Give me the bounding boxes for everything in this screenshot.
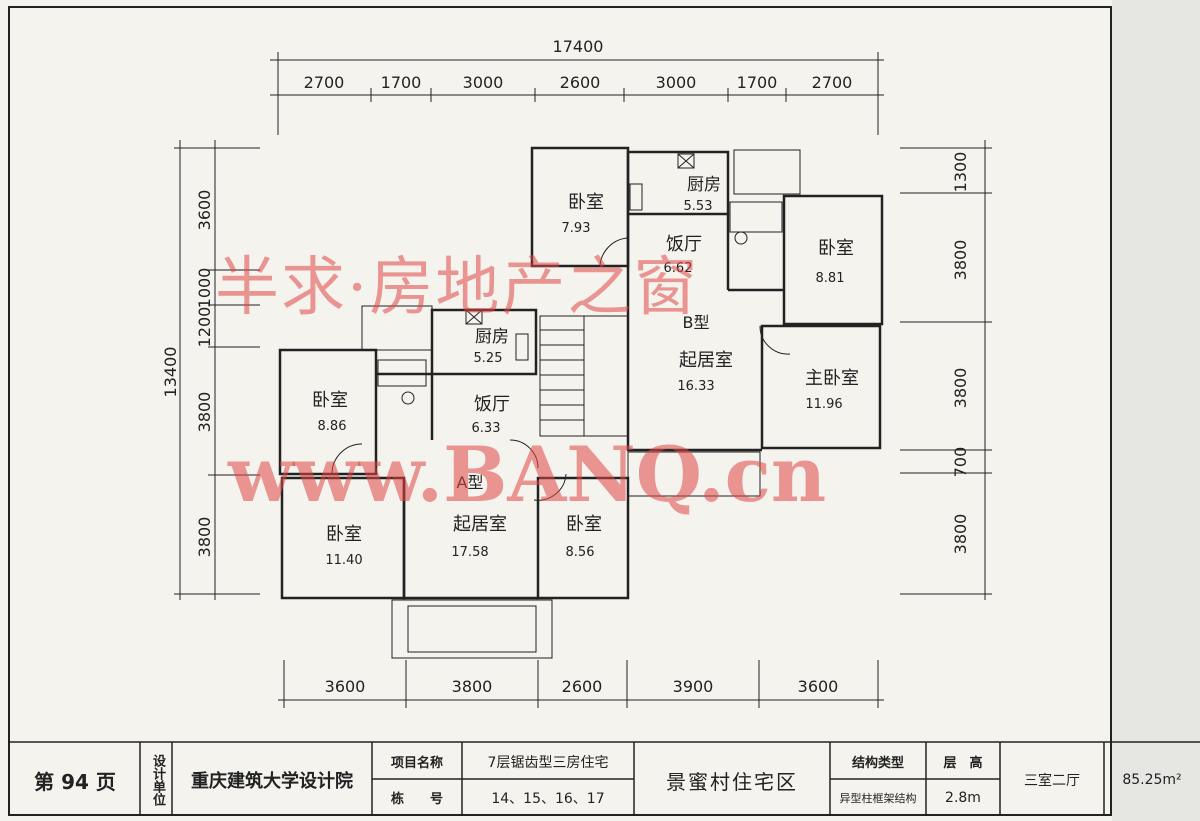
room-a-bed1-name: 卧室 [312,390,348,411]
dim-top-5: 3000 [656,73,697,92]
dim-bottom-4: 3900 [673,677,714,696]
dim-top-total: 17400 [553,37,604,56]
dim-left-1: 3600 [195,190,214,231]
fixtures [331,149,801,659]
room-b-kitchen-area: 5.53 [684,199,713,214]
district-name: 景蜜村住宅区 [666,769,798,794]
room-b-master-name: 主卧室 [805,368,859,389]
building-no: 14、15、16、17 [491,790,605,807]
room-a-living-name: 起居室 [453,514,507,535]
layout-type: 三室二厅 [1024,773,1080,789]
dim-bottom-1: 3600 [325,677,366,696]
room-a-bed2-name: 卧室 [326,524,362,545]
room-a-kitchen-name: 厨房 [475,327,509,347]
dim-bottom-5: 3600 [798,677,839,696]
project-name: 7层锯齿型三房住宅 [487,754,609,771]
room-b-dining-area: 6.62 [664,261,693,276]
dimension-labels-vertical: 13400 3600 1000 1200 3800 3800 1300 3800… [161,152,970,558]
room-a-living-area: 17.58 [451,545,488,560]
dim-top-7: 2700 [812,73,853,92]
structure-type: 异型柱框架结构 [839,791,917,805]
building-no-label: 栋 号 [390,792,443,807]
dim-right-1: 1300 [951,152,970,193]
room-labels: 卧室 8.86 卧室 11.40 厨房 5.25 饭厅 6.33 A型 起居室 … [312,175,859,568]
dim-top-1: 2700 [304,73,345,92]
dim-right-3: 3800 [951,368,970,409]
dim-top-6: 1700 [737,73,778,92]
dim-right-5: 3800 [951,514,970,555]
room-a-bed2-area: 11.40 [325,553,362,568]
dim-top-4: 2600 [560,73,601,92]
room-b-living-name: 起居室 [679,350,733,371]
room-b-master-area: 11.96 [805,397,842,412]
dim-right-2: 3800 [951,240,970,281]
floor-area: 85.25m² [1122,772,1182,788]
dim-bottom-2: 3800 [452,677,493,696]
dimension-labels: 17400 2700 1700 3000 2600 3000 1700 2700… [304,37,853,696]
dim-left-2: 1000 [195,268,214,309]
type-a-label: A型 [457,473,484,492]
room-b-bed2-area: 8.81 [816,271,845,286]
drawing-frame [8,6,1112,816]
room-a-dining-area: 6.33 [472,421,501,436]
structure-label: 结构类型 [851,756,904,771]
floor-height: 2.8m [945,789,981,806]
walls [278,146,884,600]
dim-top-3: 3000 [463,73,504,92]
room-a-bed1-area: 8.86 [318,419,347,434]
dim-right-4: 700 [951,447,970,478]
watermark-line2: www.BANQ.cn [228,430,827,519]
design-unit-label: 设计单位 [150,754,165,806]
title-block-grid [8,741,1200,816]
room-a-kitchen-area: 5.25 [474,351,503,366]
dim-left-5: 3800 [195,517,214,558]
room-b-bed2-name: 卧室 [818,238,854,259]
room-a-bed3-area: 8.56 [566,545,595,560]
type-b-label: B型 [683,313,710,332]
room-a-bed3-name: 卧室 [566,514,602,535]
dim-left-3: 1200 [195,307,214,348]
watermark-line1: 半求·房地产之窗 [215,251,700,325]
room-b-dining-name: 饭厅 [666,234,702,255]
room-b-bed1-name: 卧室 [568,192,604,213]
room-a-dining-name: 饭厅 [474,394,510,415]
floor-height-label: 层 高 [943,756,983,771]
dim-left-4: 3800 [195,392,214,433]
room-b-kitchen-name: 厨房 [687,175,721,195]
dim-bottom-3: 2600 [562,677,603,696]
binding-margin [1112,0,1200,821]
page-number: 第 94 页 [34,769,116,794]
dim-top-2: 1700 [381,73,422,92]
project-name-label: 项目名称 [390,756,443,771]
room-b-living-area: 16.33 [677,379,714,394]
dimension-lines [174,52,992,708]
design-unit: 重庆建筑大学设计院 [191,771,353,792]
dim-left-total: 13400 [161,347,180,398]
room-b-bed1-area: 7.93 [562,221,591,236]
